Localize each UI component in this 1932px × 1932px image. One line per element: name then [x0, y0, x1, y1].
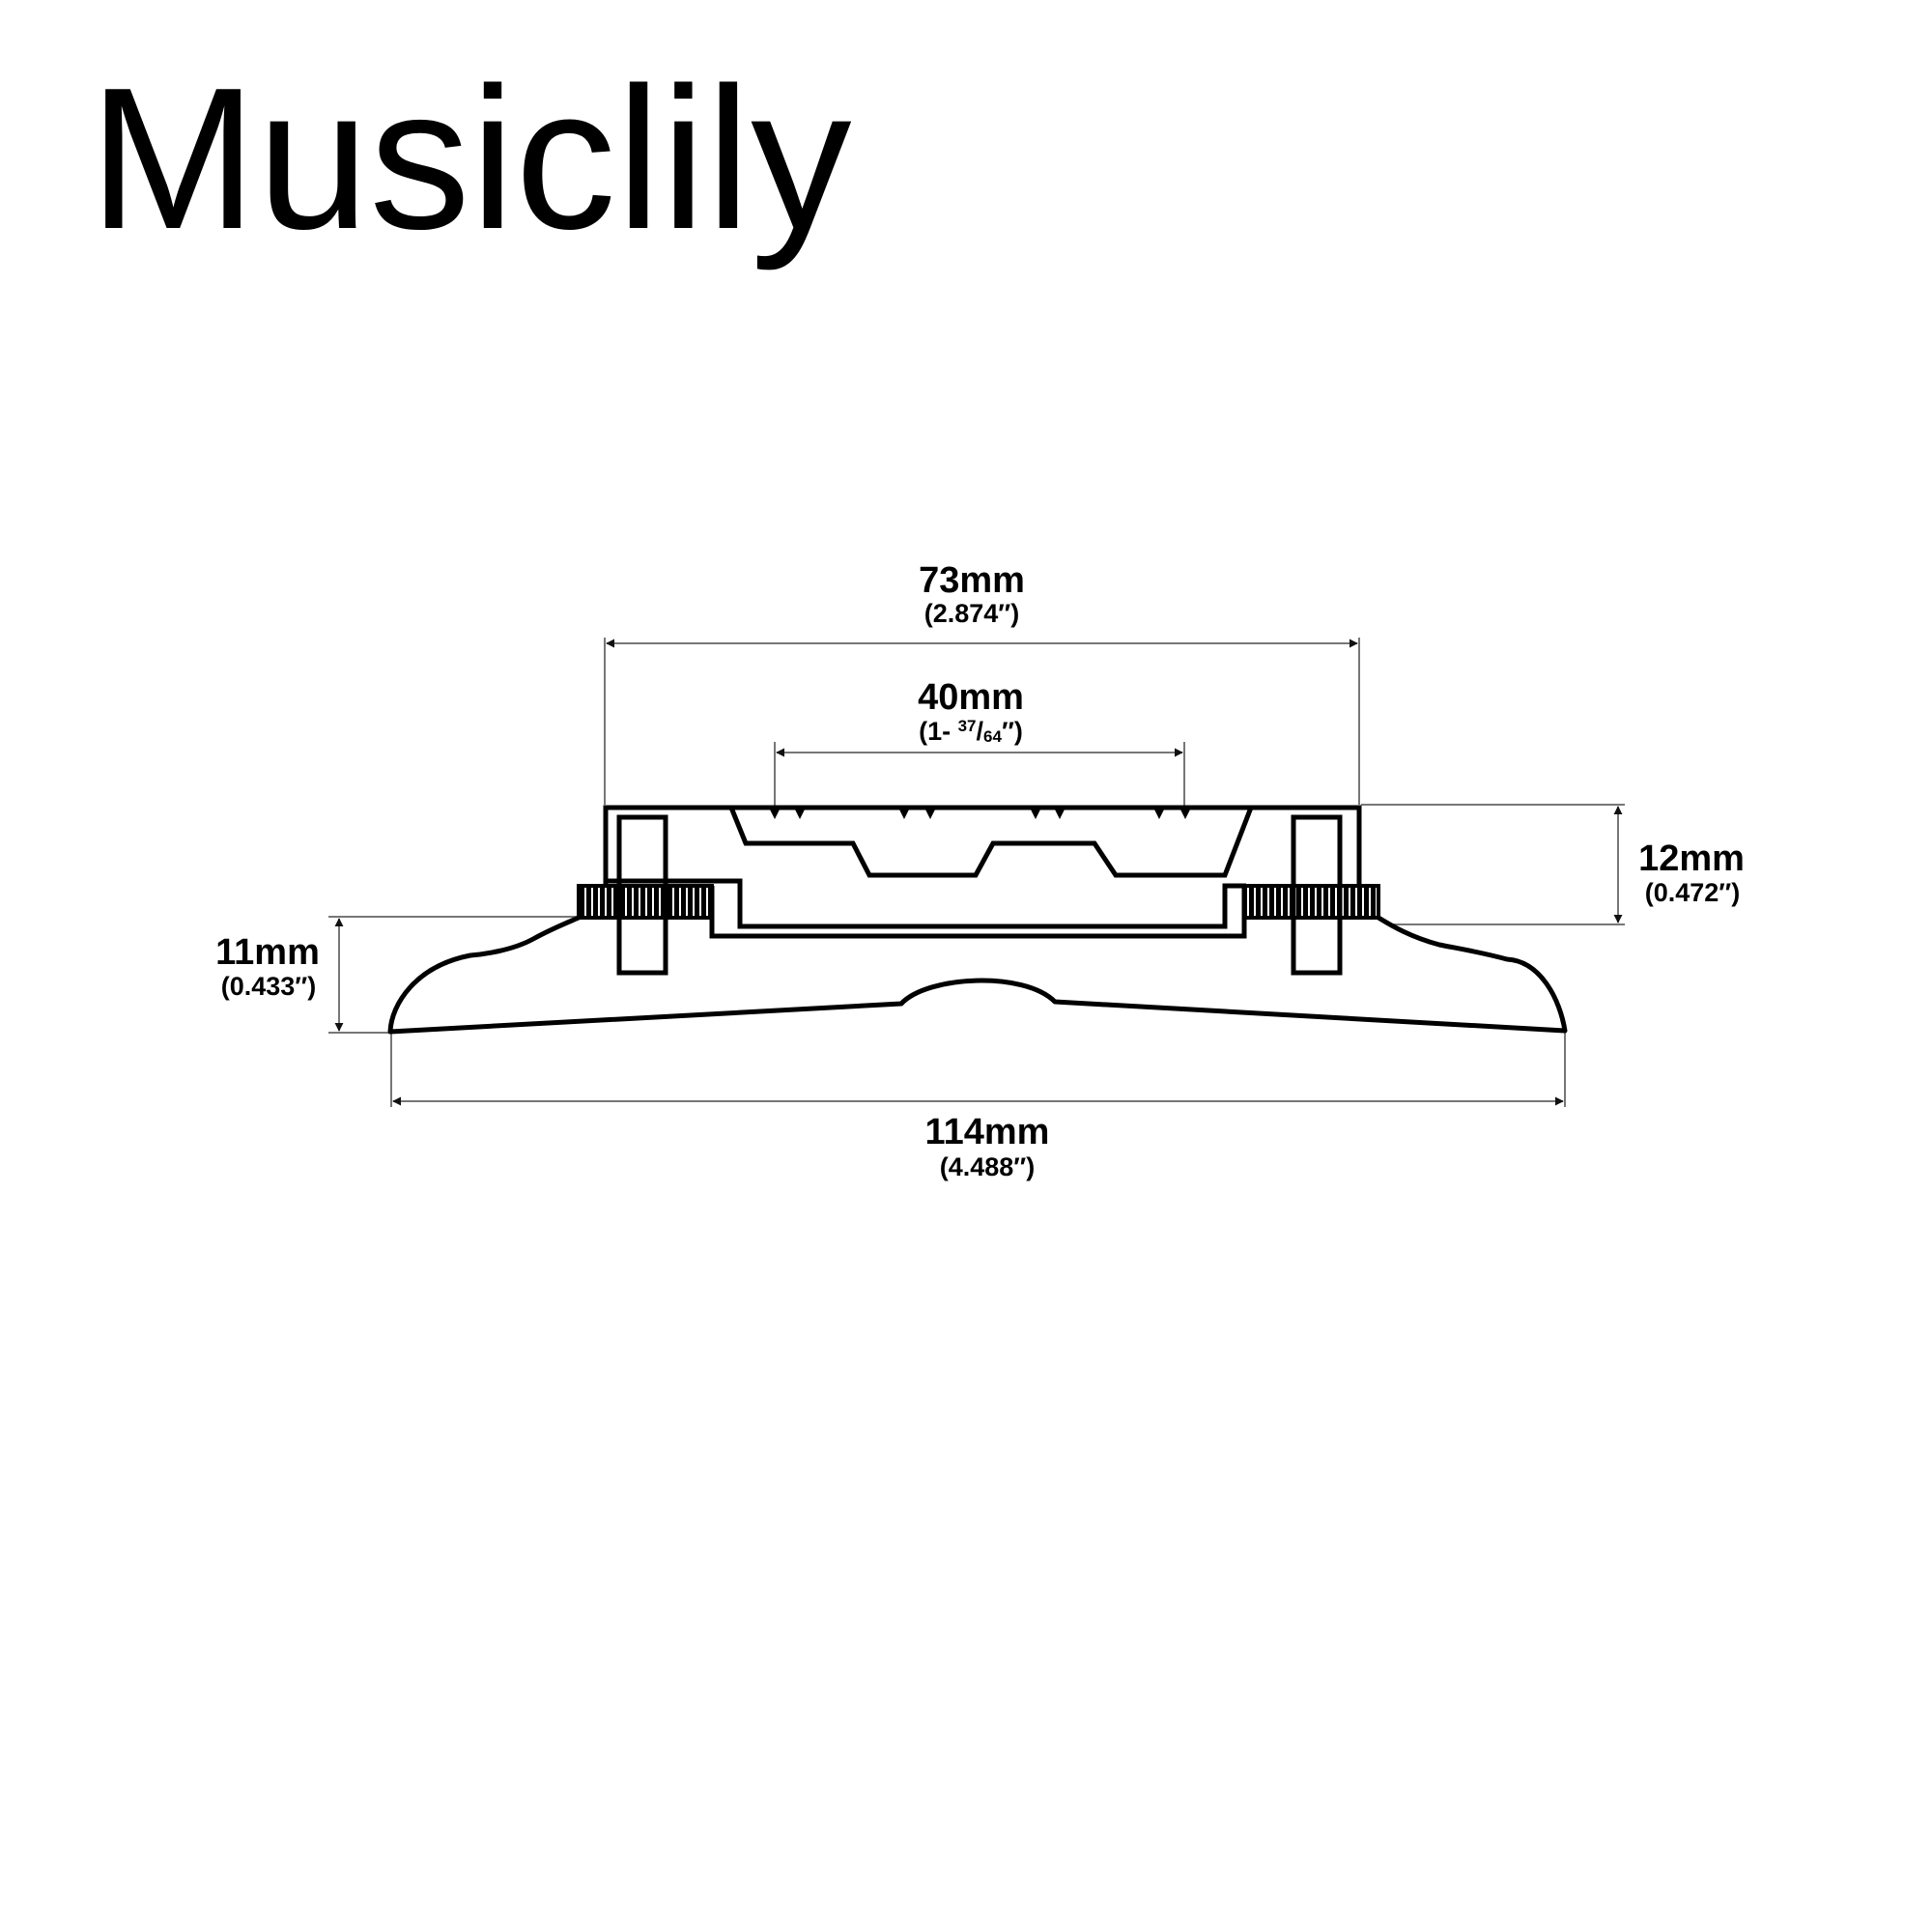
string-notches: [769, 808, 1191, 819]
label-40mm-slash: /: [977, 717, 984, 746]
label-12mm: 12mm: [1638, 838, 1745, 879]
brand-title: Musiclily: [89, 46, 852, 271]
left-post: [616, 814, 668, 976]
label-114mm-imperial: (4.488″): [940, 1152, 1035, 1181]
label-73mm-imperial: (2.874″): [924, 599, 1019, 628]
label-73mm: 73mm: [919, 560, 1025, 601]
left-thumbwheel: [577, 884, 714, 920]
inner-tray: [606, 878, 1246, 929]
notch-string-2a: [898, 808, 910, 819]
label-40mm: 40mm: [918, 677, 1024, 718]
notch-string-3a: [1030, 808, 1041, 819]
notch-string-4b: [1179, 808, 1191, 819]
notch-string-3b: [1054, 808, 1065, 819]
notch-string-1a: [769, 808, 781, 819]
label-114mm: 114mm: [925, 1112, 1050, 1152]
right-thumbwheel: [1243, 884, 1380, 920]
label-40mm-imperial: (1- 37/64″): [919, 717, 1023, 746]
label-11mm-imperial: (0.433″): [221, 972, 316, 1001]
label-40mm-denominator: 64: [983, 727, 1002, 746]
label-40mm-numerator: 37: [958, 717, 977, 735]
top-frame: [603, 805, 1362, 886]
bridge-base: [387, 915, 1568, 1035]
notch-string-1b: [794, 808, 806, 819]
notch-string-4a: [1153, 808, 1165, 819]
label-40mm-suffix: ″): [1002, 717, 1023, 746]
label-11mm: 11mm: [215, 932, 320, 973]
right-post: [1291, 814, 1343, 976]
saddle: [728, 807, 1254, 878]
label-40mm-prefix: (1-: [919, 717, 958, 746]
notch-string-2b: [924, 808, 936, 819]
label-12mm-imperial: (0.472″): [1645, 878, 1740, 907]
